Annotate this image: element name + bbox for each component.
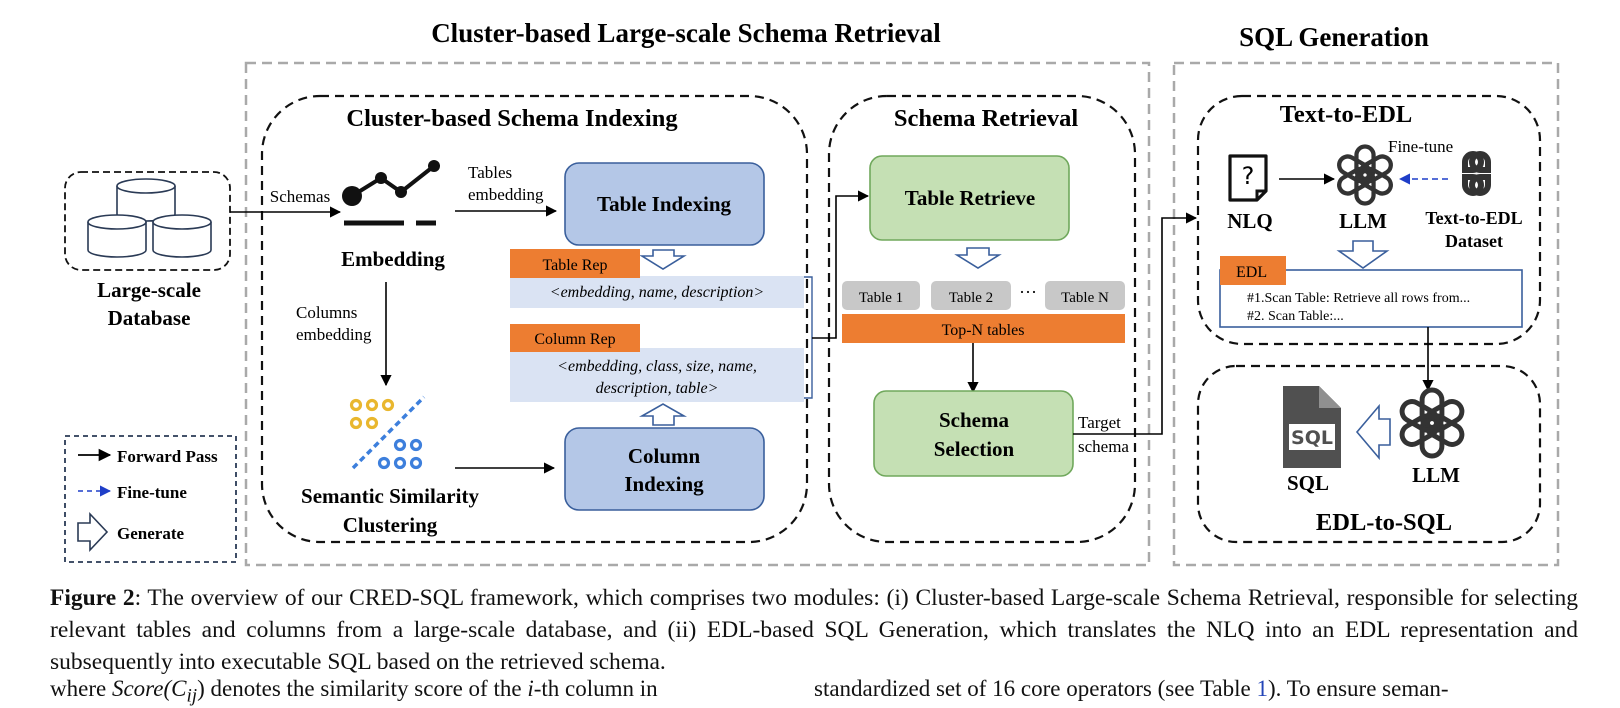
llm-label-2: LLM (1412, 463, 1460, 487)
target-schema-label-2: schema (1078, 437, 1129, 456)
caption-label: Figure 2 (50, 585, 135, 611)
table-retrieve-label: Table Retrieve (905, 186, 1035, 210)
edl-to-sql-title: EDL-to-SQL (1316, 509, 1452, 536)
table-chip-1-label: Table 1 (859, 290, 903, 306)
column-indexing-label: Column (628, 444, 701, 468)
top-n-bar (842, 314, 1125, 343)
columns-embedding-label: Columns (296, 303, 357, 322)
indexing-frame (260, 94, 809, 544)
database-label: Large-scale (97, 278, 201, 302)
body-text-right: standardized set of 16 core operators (s… (814, 676, 1449, 701)
table-reference-link[interactable]: 1 (1256, 676, 1268, 701)
caption-text: : The overview of our CRED-SQL framework… (50, 585, 1579, 675)
legend-forward-label: Forward Pass (117, 447, 218, 466)
generate-arrow-edl (1336, 240, 1390, 269)
table-chip-n-label: Table N (1061, 290, 1109, 306)
fine-tune-label: Fine-tune (1388, 137, 1453, 156)
dataset-label: Text-to-EDL (1425, 208, 1522, 228)
nlq-icon: ? (1228, 154, 1268, 202)
clustering-label: Semantic Similarity (301, 484, 479, 508)
schema-selection-box (873, 390, 1074, 477)
generate-arrow-icon (77, 511, 109, 553)
to-table-retrieve-arrow (812, 190, 870, 339)
sql-file-icon: SQL (1283, 386, 1341, 468)
table-rep-tag (510, 249, 640, 278)
top-n-label: Top-N tables (942, 322, 1025, 339)
edl-line-2: #2. Scan Table:... (1247, 309, 1344, 324)
generate-arrow-sql (1355, 403, 1391, 461)
edl-box (1219, 269, 1523, 328)
generation-section-title: SQL Generation (1239, 22, 1429, 52)
table-chip-2 (931, 281, 1011, 310)
svg-text:SQL: SQL (1291, 427, 1333, 449)
table-chip-1 (842, 281, 920, 310)
retrieval-section-title: Cluster-based Large-scale Schema Retriev… (431, 18, 941, 48)
edl-line-1: #1.Scan Table: Retrieve all rows from... (1247, 291, 1470, 306)
table-indexing-box (564, 162, 765, 246)
table-rep-band (510, 276, 804, 308)
database-icon (87, 178, 212, 258)
edl-tag-label: EDL (1236, 264, 1267, 281)
svg-text:?: ? (1242, 162, 1255, 190)
clustering-label-2: Clustering (343, 513, 438, 537)
legend-box (64, 435, 237, 563)
tables-embedding-label-2: embedding (468, 185, 544, 204)
database-label-2: Database (108, 306, 191, 330)
target-schema-label: Target (1078, 413, 1121, 432)
schemas-label: Schemas (270, 187, 330, 206)
edl-to-sql-frame (1196, 364, 1542, 544)
schema-selection-label-2: Selection (934, 437, 1015, 461)
column-indexing-box (564, 427, 765, 511)
table-chip-2-label: Table 2 (949, 290, 993, 306)
edl-tag (1220, 256, 1286, 285)
columns-embedding-label-2: embedding (296, 325, 372, 344)
text-to-edl-title: Text-to-EDL (1280, 101, 1412, 128)
schema-retrieval-title: Schema Retrieval (894, 105, 1079, 132)
nlq-label: NLQ (1227, 209, 1273, 233)
retrieval-frame (244, 61, 1151, 567)
schema-selection-label: Schema (939, 408, 1009, 432)
text-to-edl-frame (1196, 94, 1542, 346)
sql-label: SQL (1287, 471, 1329, 495)
column-rep-tag (510, 324, 640, 352)
framework-diagram: Cluster-based Large-scale Schema Retriev… (64, 18, 1560, 567)
target-schema-arrow (1073, 212, 1198, 435)
database-box (64, 171, 231, 271)
llm-label: LLM (1339, 209, 1387, 233)
embedding-label: Embedding (341, 247, 445, 271)
table-indexing-label: Table Indexing (597, 192, 732, 216)
legend-finetune-label: Fine-tune (117, 483, 187, 502)
column-rep-tag-label: Column Rep (534, 331, 615, 348)
column-rep-band (510, 348, 804, 402)
body-text-left: where Score(Cij) denotes the similarity … (50, 676, 658, 707)
indexing-title: Cluster-based Schema Indexing (346, 105, 678, 132)
column-indexing-label-2: Indexing (624, 472, 704, 496)
dataset-icon (1462, 151, 1491, 196)
cluster-icon (349, 395, 426, 470)
generation-frame (1172, 61, 1560, 567)
tables-embedding-label: Tables (468, 163, 512, 182)
generate-arrow-down (639, 249, 687, 270)
schema-retrieval-frame (827, 94, 1137, 544)
openai-llm-icon (1336, 147, 1394, 204)
generate-arrow-up (638, 403, 688, 426)
column-rep-text-2: description, table> (596, 380, 719, 397)
openai-llm-icon-2 (1398, 390, 1465, 456)
dataset-label-2: Dataset (1445, 231, 1503, 251)
figure-caption: Figure 2: The overview of our CRED-SQL f… (50, 582, 1578, 678)
table-rep-text: <embedding, name, description> (550, 284, 764, 301)
legend-generate-label: Generate (117, 524, 184, 543)
tables-ellipsis: ··· (1019, 282, 1037, 302)
embedding-icon (342, 160, 440, 226)
table-chip-n (1045, 281, 1125, 310)
table-rep-tag-label: Table Rep (542, 257, 607, 274)
generate-arrow-retrieve (954, 247, 1002, 269)
column-rep-text-1: <embedding, class, size, name, (557, 358, 757, 375)
table-retrieve-box (869, 155, 1070, 241)
